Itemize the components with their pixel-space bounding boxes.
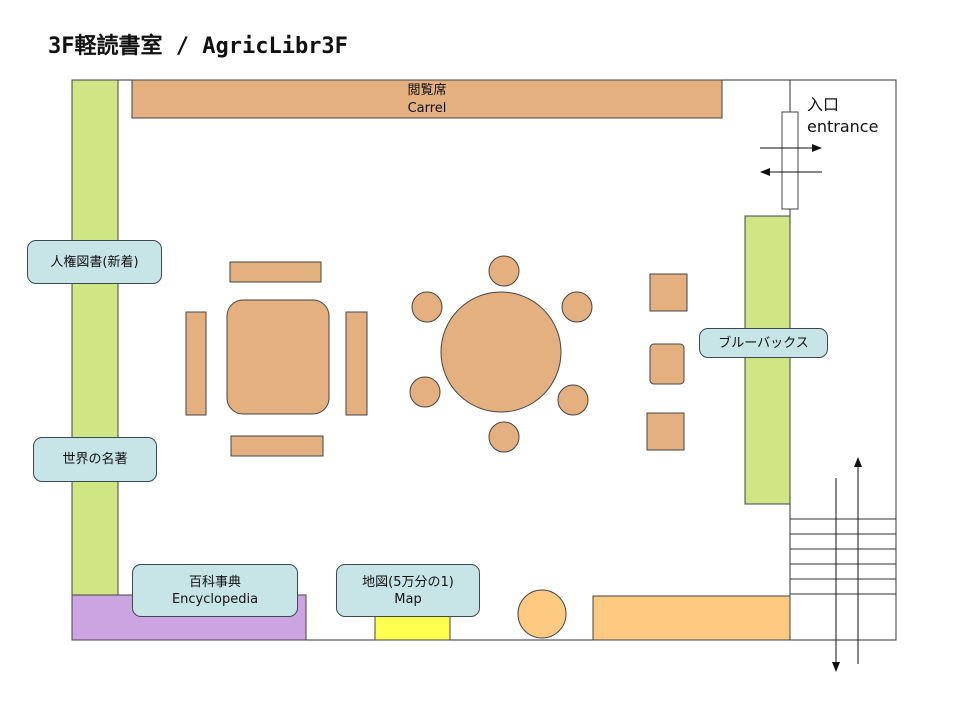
label-encyclopedia: 百科事典 Encyclopedia — [132, 564, 298, 617]
round-stool — [517, 589, 567, 639]
label-world-classics-text: 世界の名著 — [62, 452, 128, 467]
bench-left — [185, 311, 207, 416]
chair — [488, 421, 520, 453]
label-human-rights-text: 人権図書(新着) — [50, 254, 139, 270]
label-map: 地図(5万分の1) Map — [336, 564, 480, 617]
label-world-classics: 世界の名著 — [33, 437, 157, 482]
small-table — [649, 343, 685, 385]
small-table — [649, 273, 688, 312]
carrel-label-ja: 閲覧席 — [407, 83, 447, 98]
small-table — [646, 412, 685, 451]
carrel-label: 閲覧席 Carrel — [132, 82, 722, 118]
chair — [409, 376, 441, 408]
label-encyclopedia-en: Encyclopedia — [171, 591, 259, 607]
orange-shelf — [592, 595, 791, 641]
chair — [561, 291, 593, 323]
entrance-label-ja: 入口 — [807, 95, 840, 114]
carrel-label-en: Carrel — [407, 101, 447, 116]
label-map-en: Map — [394, 591, 422, 607]
chair — [557, 384, 589, 416]
bench-bottom — [230, 435, 324, 457]
square-table — [226, 299, 330, 415]
entrance-label-en: entrance — [807, 117, 879, 136]
carrel-desk — [131, 79, 723, 119]
page-title: 3F軽読書室 / AgricLibr3F — [48, 34, 348, 59]
round-table — [440, 291, 562, 413]
bench-top — [229, 261, 322, 283]
bench-right — [345, 311, 368, 416]
label-encyclopedia-ja: 百科事典 — [188, 574, 241, 590]
chair — [411, 291, 443, 323]
staircase — [790, 518, 896, 595]
label-map-ja: 地図(5万分の1) — [362, 574, 454, 590]
bluebacks-shelf — [744, 215, 791, 505]
entrance-door — [781, 111, 799, 210]
chair — [488, 255, 520, 287]
label-blue-backs: ブルーバックス — [699, 328, 828, 358]
label-blue-backs-text: ブルーバックス — [718, 335, 809, 351]
entrance-label: 入口 entrance — [807, 94, 878, 138]
left-green-shelf — [71, 79, 119, 596]
label-human-rights: 人権図書(新着) — [27, 240, 162, 284]
map-shelf — [374, 614, 451, 641]
